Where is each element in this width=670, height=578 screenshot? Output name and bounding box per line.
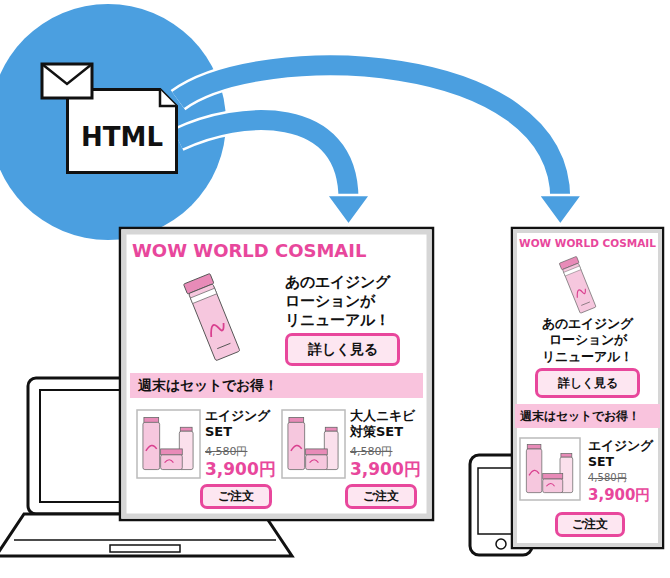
text-label: ご注文 [218,489,254,504]
curved-arrow [178,65,582,225]
html-document: HTML [66,88,178,174]
text-label: 3,900円 [205,459,285,480]
order-button: ご注文 [200,484,272,509]
laptop-email: WOW WORLD COSMAIL あのエイジング ローションが リニューアル！ 詳… [120,228,433,520]
text-label: 大人ニキビ 対策SET [350,408,428,441]
text-label: 週末はセットでお得！ [520,409,640,424]
phone-email-screen [512,228,663,548]
order-button: ご注文 [345,484,417,509]
text-label: 3,900円 [588,486,660,505]
order-button: ご注文 [555,512,625,537]
text-label: 4,580円 [588,472,660,485]
text-label: 詳しく見る [308,341,378,359]
phone-email: WOW WORLD COSMAIL あのエイジング ローションが リニューアル！ 詳… [512,228,663,548]
weekend-band: 週末はセットでお得！ [130,373,423,398]
text-label: ご注文 [363,489,399,504]
text-label: エイジング SET [205,408,285,441]
text-label: 4,580円 [205,445,285,459]
product-card: エイジング SET 4,580円3,900円 [588,438,660,510]
product-card: 大人ニキビ 対策SET 4,580円3,900円 [350,408,428,482]
text-label: あのエイジング ローションが リニューアル！ [285,273,403,329]
details-button: 詳しく見る [285,333,400,366]
weekend-band: 週末はセットでお得！ [515,404,660,428]
details-button: 詳しく見る [535,368,640,398]
text-label: 詳しく見る [558,376,618,391]
text-label: エイジング SET [588,438,660,469]
text-label: 週末はセットでお得！ [138,377,278,395]
text-label: ご注文 [572,517,608,532]
laptop-email-screen [120,228,433,520]
text-label: あのエイジング ローションが リニューアル！ [520,316,655,365]
product-card: エイジング SET 4,580円3,900円 [205,408,285,482]
text-label: WOW WORLD COSMAIL [132,240,422,263]
text-label: 4,580円 [350,445,428,459]
curved-arrow [178,120,370,225]
text-label: 3,900円 [350,459,428,480]
text-label: WOW WORLD COSMAIL [518,237,657,250]
text-label: HTML [66,121,178,154]
